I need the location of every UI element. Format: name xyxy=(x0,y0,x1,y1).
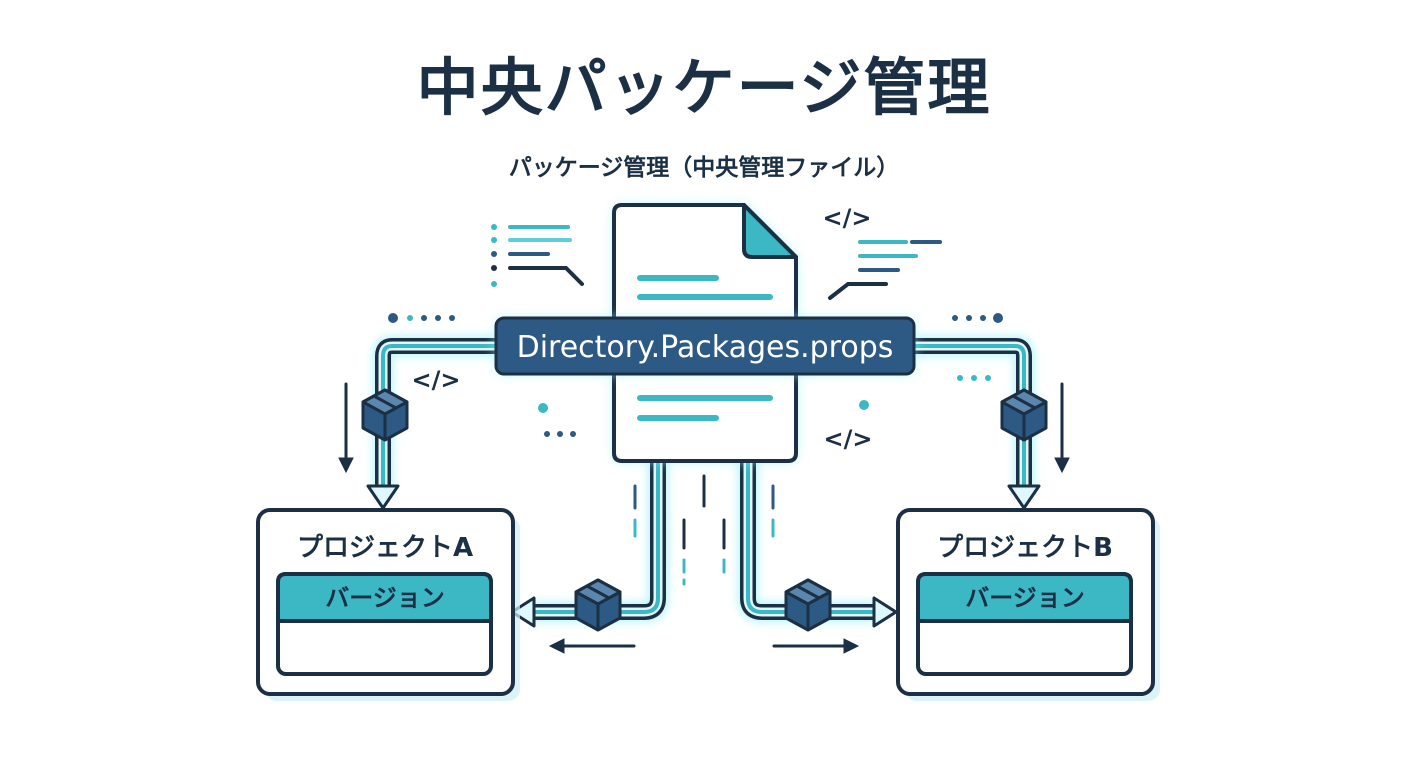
project-a-version-label: バージョン xyxy=(325,584,445,612)
connector-pipes xyxy=(372,335,1035,623)
project-b-version-label: バージョン xyxy=(965,584,1085,612)
page-title: 中央パッケージ管理 xyxy=(416,51,992,124)
code-tag-icon: </> xyxy=(823,204,872,232)
project-b-box: プロジェクトB バージョン xyxy=(896,508,1160,701)
decorative-dots xyxy=(388,313,1003,437)
project-b-name: プロジェクトB xyxy=(937,533,1113,563)
arrowhead-down-left xyxy=(366,484,400,510)
arrow-left-icon xyxy=(548,638,636,654)
arrow-down-right-icon xyxy=(1054,382,1070,474)
decorative-lines-right xyxy=(828,240,942,300)
arrowhead-right xyxy=(872,596,898,628)
arrow-down-left-icon xyxy=(338,382,354,474)
central-file-name: Directory.Packages.props xyxy=(517,330,894,365)
package-icon-right-pipe xyxy=(1000,388,1048,442)
package-icon-bottom-right xyxy=(784,578,832,632)
code-tag-icon: </> xyxy=(412,366,461,394)
pipe-arrowheads xyxy=(366,484,1041,628)
central-file-label: Directory.Packages.props xyxy=(494,316,916,376)
code-tag-icon: </> xyxy=(824,425,873,453)
code-tags: </> </> </> xyxy=(412,204,873,453)
project-a-name: プロジェクトA xyxy=(297,533,473,563)
project-a-box: プロジェクトA バージョン xyxy=(256,508,520,701)
diagram-subtitle: パッケージ管理（中央管理ファイル） xyxy=(508,155,900,181)
package-icon-left-pipe xyxy=(361,388,409,442)
direction-arrows xyxy=(338,382,1070,654)
arrow-right-icon xyxy=(772,638,860,654)
arrowhead-down-right xyxy=(1007,484,1041,510)
flow-streaks xyxy=(633,474,775,586)
package-icon-bottom-left xyxy=(574,578,622,632)
decorative-lines-left xyxy=(491,224,584,287)
arrowhead-left xyxy=(510,596,536,628)
